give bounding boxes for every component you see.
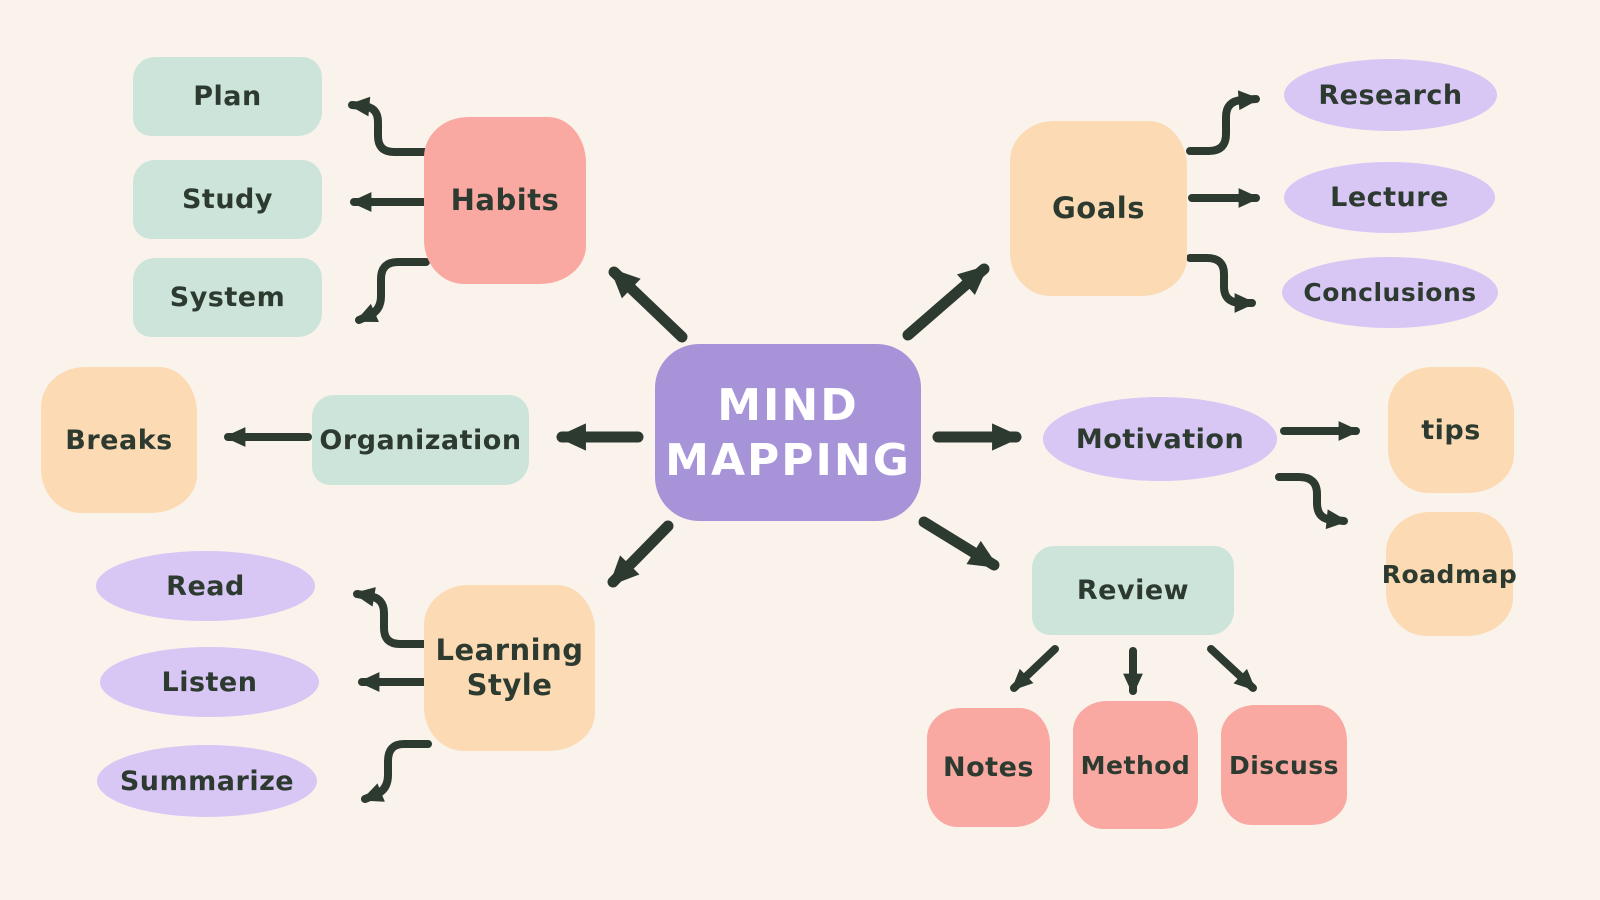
edge-center-habits <box>608 266 688 343</box>
node-conclusions: Conclusions <box>1282 257 1498 328</box>
node-listen: Listen <box>100 647 319 717</box>
edge-center-goals <box>902 263 990 341</box>
node-mind-mapping: MIND MAPPING <box>655 344 921 521</box>
edge-goals-research <box>1186 90 1261 155</box>
node-discuss: Discuss <box>1221 705 1347 825</box>
edge-center-review <box>918 516 1000 571</box>
node-read: Read <box>96 551 315 621</box>
node-summarize: Summarize <box>97 745 317 817</box>
edge-review-notes <box>1010 645 1059 692</box>
edge-learning-style-read <box>352 587 428 648</box>
node-plan: Plan <box>133 57 322 136</box>
edge-habits-plan <box>347 96 430 156</box>
node-lecture: Lecture <box>1284 162 1495 233</box>
node-motivation: Motivation <box>1043 397 1277 481</box>
node-organization: Organization <box>312 395 529 485</box>
edge-learning-style-summarize <box>361 740 432 803</box>
node-breaks: Breaks <box>41 367 197 513</box>
node-system: System <box>133 258 322 337</box>
node-habits: Habits <box>424 117 586 284</box>
edge-review-discuss <box>1207 645 1257 692</box>
node-learning-style: Learning Style <box>424 585 595 751</box>
edge-goals-conclusions <box>1186 254 1257 313</box>
edge-habits-system <box>355 258 430 324</box>
node-review: Review <box>1032 546 1234 635</box>
edge-center-learning-style <box>607 520 674 588</box>
node-goals: Goals <box>1010 121 1187 296</box>
node-notes: Notes <box>927 708 1050 827</box>
node-study: Study <box>133 160 322 239</box>
node-method: Method <box>1073 701 1198 829</box>
node-roadmap: Roadmap <box>1382 512 1517 636</box>
node-research: Research <box>1284 59 1497 131</box>
edge-motivation-roadmap <box>1275 473 1349 530</box>
node-tips: tips <box>1388 367 1514 493</box>
